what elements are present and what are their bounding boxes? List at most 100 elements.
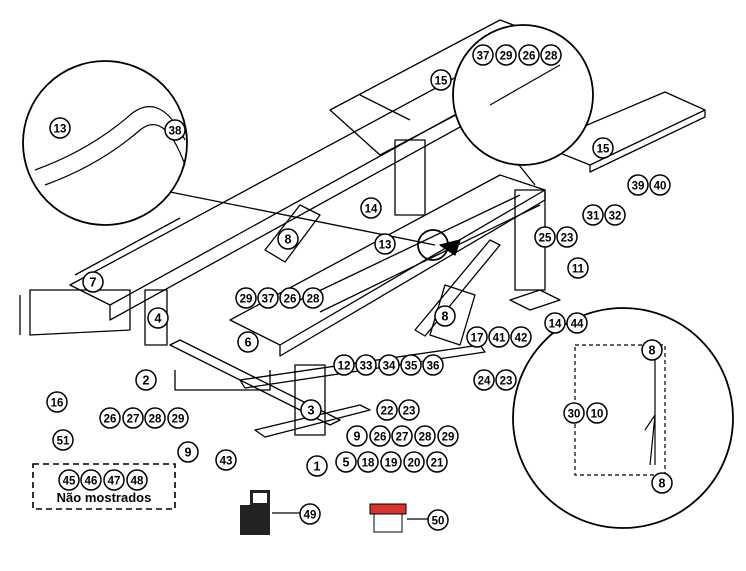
callout-number: 38 — [169, 126, 182, 138]
callout-circle — [510, 326, 532, 348]
callout-circle — [147, 307, 169, 329]
callout-42: 42 — [510, 326, 532, 348]
callout-circle — [651, 472, 673, 494]
callout-number: 11 — [572, 264, 585, 276]
callout-circle — [472, 44, 494, 66]
callout-number: 43 — [220, 456, 233, 468]
callout-number: 26 — [374, 432, 387, 444]
callout-number: 51 — [57, 436, 70, 448]
callout-circle — [534, 226, 556, 248]
detail-spring-circle — [512, 307, 734, 529]
callout-34: 34 — [378, 354, 400, 376]
callout-circle — [299, 503, 321, 525]
callout-number: 4 — [155, 312, 162, 326]
callout-number: 26 — [104, 414, 117, 426]
callout-3: 3 — [300, 399, 322, 421]
detail-views — [22, 24, 734, 529]
callout-29: 29 — [495, 44, 517, 66]
callout-number: 28 — [545, 51, 558, 63]
callout-21: 21 — [426, 451, 448, 473]
callout-number: 23 — [403, 406, 416, 418]
callout-41: 41 — [488, 326, 510, 348]
front-stand-left — [19, 289, 131, 336]
callout-30: 30 — [563, 402, 585, 424]
callout-number: 23 — [500, 376, 513, 388]
callout-number: 20 — [408, 458, 421, 470]
callout-number: 9 — [185, 446, 192, 460]
callout-26: 26 — [369, 425, 391, 447]
callout-circle — [177, 441, 199, 463]
crossbeam-low — [239, 344, 486, 389]
callout-2: 2 — [135, 369, 157, 391]
callout-number: 24 — [478, 376, 491, 388]
callout-26: 26 — [99, 407, 121, 429]
callout-circle — [427, 509, 449, 531]
callout-circle — [544, 312, 566, 334]
callout-40: 40 — [649, 174, 671, 196]
callout-39: 39 — [627, 174, 649, 196]
not-shown-box — [32, 463, 176, 510]
callout-circle — [422, 354, 444, 376]
callout-circle — [167, 407, 189, 429]
callout-35: 35 — [400, 354, 422, 376]
detail-source-circle — [417, 229, 449, 261]
callout-circle — [374, 233, 396, 255]
callout-1: 1 — [306, 455, 328, 477]
callout-number: 7 — [90, 276, 97, 290]
runway-left-ramp — [74, 217, 181, 276]
callout-27: 27 — [391, 425, 413, 447]
callout-number: 49 — [304, 510, 317, 522]
callout-circle — [566, 312, 588, 334]
callout-number: 22 — [381, 406, 394, 418]
callout-circle — [518, 44, 540, 66]
callout-circle — [582, 204, 604, 226]
callout-number: 14 — [549, 319, 562, 331]
callout-45: 45 — [58, 469, 80, 491]
callout-31: 31 — [582, 204, 604, 226]
callout-circle — [495, 369, 517, 391]
callout-circle — [300, 399, 322, 421]
callout-16: 16 — [46, 391, 68, 413]
callout-29: 29 — [437, 425, 459, 447]
callout-number: 29 — [240, 294, 253, 306]
callout-number: 36 — [427, 361, 440, 373]
callout-28: 28 — [144, 407, 166, 429]
callout-number: 27 — [127, 414, 140, 426]
callout-32: 32 — [604, 204, 626, 226]
callout-36: 36 — [422, 354, 444, 376]
callout-circle — [144, 407, 166, 429]
callout-circle — [556, 226, 578, 248]
callout-number: 45 — [63, 476, 76, 488]
callout-number: 33 — [360, 361, 373, 373]
callout-circle — [49, 117, 71, 139]
callout-10: 10 — [586, 402, 608, 424]
callout-circle — [563, 402, 585, 424]
callout-number: 15 — [597, 144, 610, 156]
callout-circle — [488, 326, 510, 348]
callout-circle — [430, 69, 452, 91]
callout-29: 29 — [167, 407, 189, 429]
callout-circle — [279, 287, 301, 309]
lift-drawing — [19, 19, 706, 438]
callout-19: 19 — [380, 451, 402, 473]
callout-circle — [135, 369, 157, 391]
callout-8: 8 — [651, 472, 673, 494]
callout-23: 23 — [398, 399, 420, 421]
callout-number: 6 — [245, 336, 252, 350]
callout-number: 29 — [172, 414, 185, 426]
callout-circle — [391, 425, 413, 447]
column-rear-left — [394, 139, 426, 216]
callout-number: 10 — [591, 409, 604, 421]
callout-8: 8 — [641, 339, 663, 361]
callout-6: 6 — [237, 331, 259, 353]
callout-circle — [592, 137, 614, 159]
callout-47: 47 — [103, 469, 125, 491]
callout-number: 21 — [431, 458, 444, 470]
callout-28: 28 — [540, 44, 562, 66]
callout-circle — [80, 469, 102, 491]
callout-circle — [357, 451, 379, 473]
callout-48: 48 — [126, 469, 148, 491]
callout-number: 1 — [314, 460, 321, 474]
callout-circle — [335, 451, 357, 473]
